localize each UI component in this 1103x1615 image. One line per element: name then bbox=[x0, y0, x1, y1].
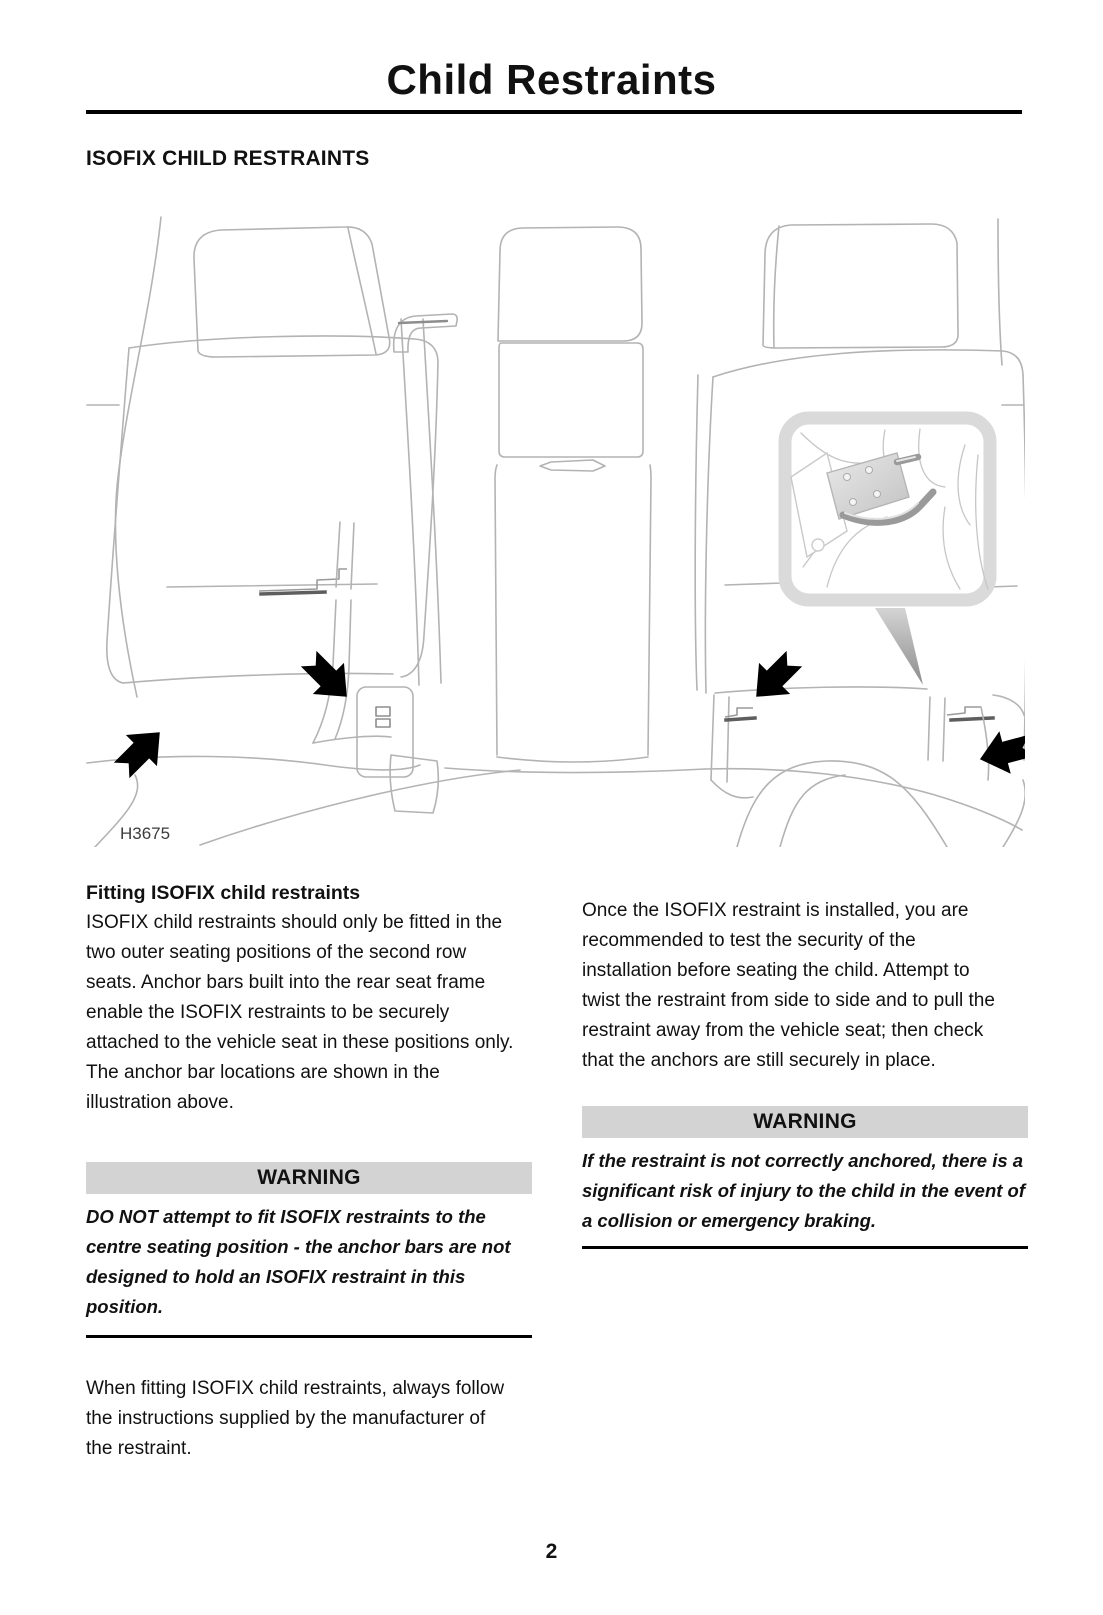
fitting-subheading: Fitting ISOFIX child restraints bbox=[86, 882, 361, 904]
anchor-arrow-icon bbox=[113, 732, 160, 779]
page-number: 2 bbox=[545, 1540, 558, 1563]
inset-pointer bbox=[875, 608, 923, 685]
anchor-detail-inset bbox=[778, 411, 997, 607]
section-heading: ISOFIX CHILD RESTRAINTS bbox=[86, 147, 370, 170]
warning-text: If the restraint is not correctly anchor… bbox=[582, 1150, 1026, 1231]
warning-header: WARNING bbox=[86, 1162, 532, 1194]
figure-code: H3675 bbox=[120, 824, 171, 843]
manufacturer-paragraph: When fitting ISOFIX child restraints, al… bbox=[86, 1378, 505, 1459]
bench-cushion bbox=[86, 755, 1025, 847]
left-column: Fitting ISOFIX child restraints ISOFIX c… bbox=[86, 878, 532, 1464]
warning-rule bbox=[86, 1335, 532, 1338]
page-title: Child Restraints bbox=[386, 56, 717, 103]
anchor-arrow-icon bbox=[756, 650, 803, 697]
anchor-arrow-icon bbox=[979, 731, 1025, 774]
warning-header: WARNING bbox=[582, 1106, 1028, 1138]
right-column: Once the ISOFIX restraint is installed, … bbox=[582, 896, 1028, 1249]
security-check-paragraph: Once the ISOFIX restraint is installed, … bbox=[582, 900, 995, 1071]
warning-text: DO NOT attempt to fit ISOFIX restraints … bbox=[86, 1206, 511, 1317]
centre-seat bbox=[494, 226, 652, 763]
anchor-points bbox=[710, 694, 995, 799]
warning-box-right: WARNING If the restraint is not correctl… bbox=[582, 1106, 1028, 1249]
title-rule bbox=[86, 110, 1022, 114]
left-seat bbox=[106, 226, 439, 684]
left-seatbelt-buckle bbox=[356, 313, 458, 814]
anchor-arrows bbox=[113, 650, 1025, 779]
warning-rule bbox=[582, 1246, 1028, 1249]
side-panel-left bbox=[86, 216, 162, 698]
seat-illustration bbox=[86, 216, 1025, 847]
left-anchor-frame bbox=[258, 521, 392, 744]
fitting-paragraph: ISOFIX child restraints should only be f… bbox=[86, 912, 514, 1113]
anchor-arrow-icon bbox=[300, 650, 347, 697]
warning-box-left: WARNING DO NOT attempt to fit ISOFIX res… bbox=[86, 1162, 532, 1338]
